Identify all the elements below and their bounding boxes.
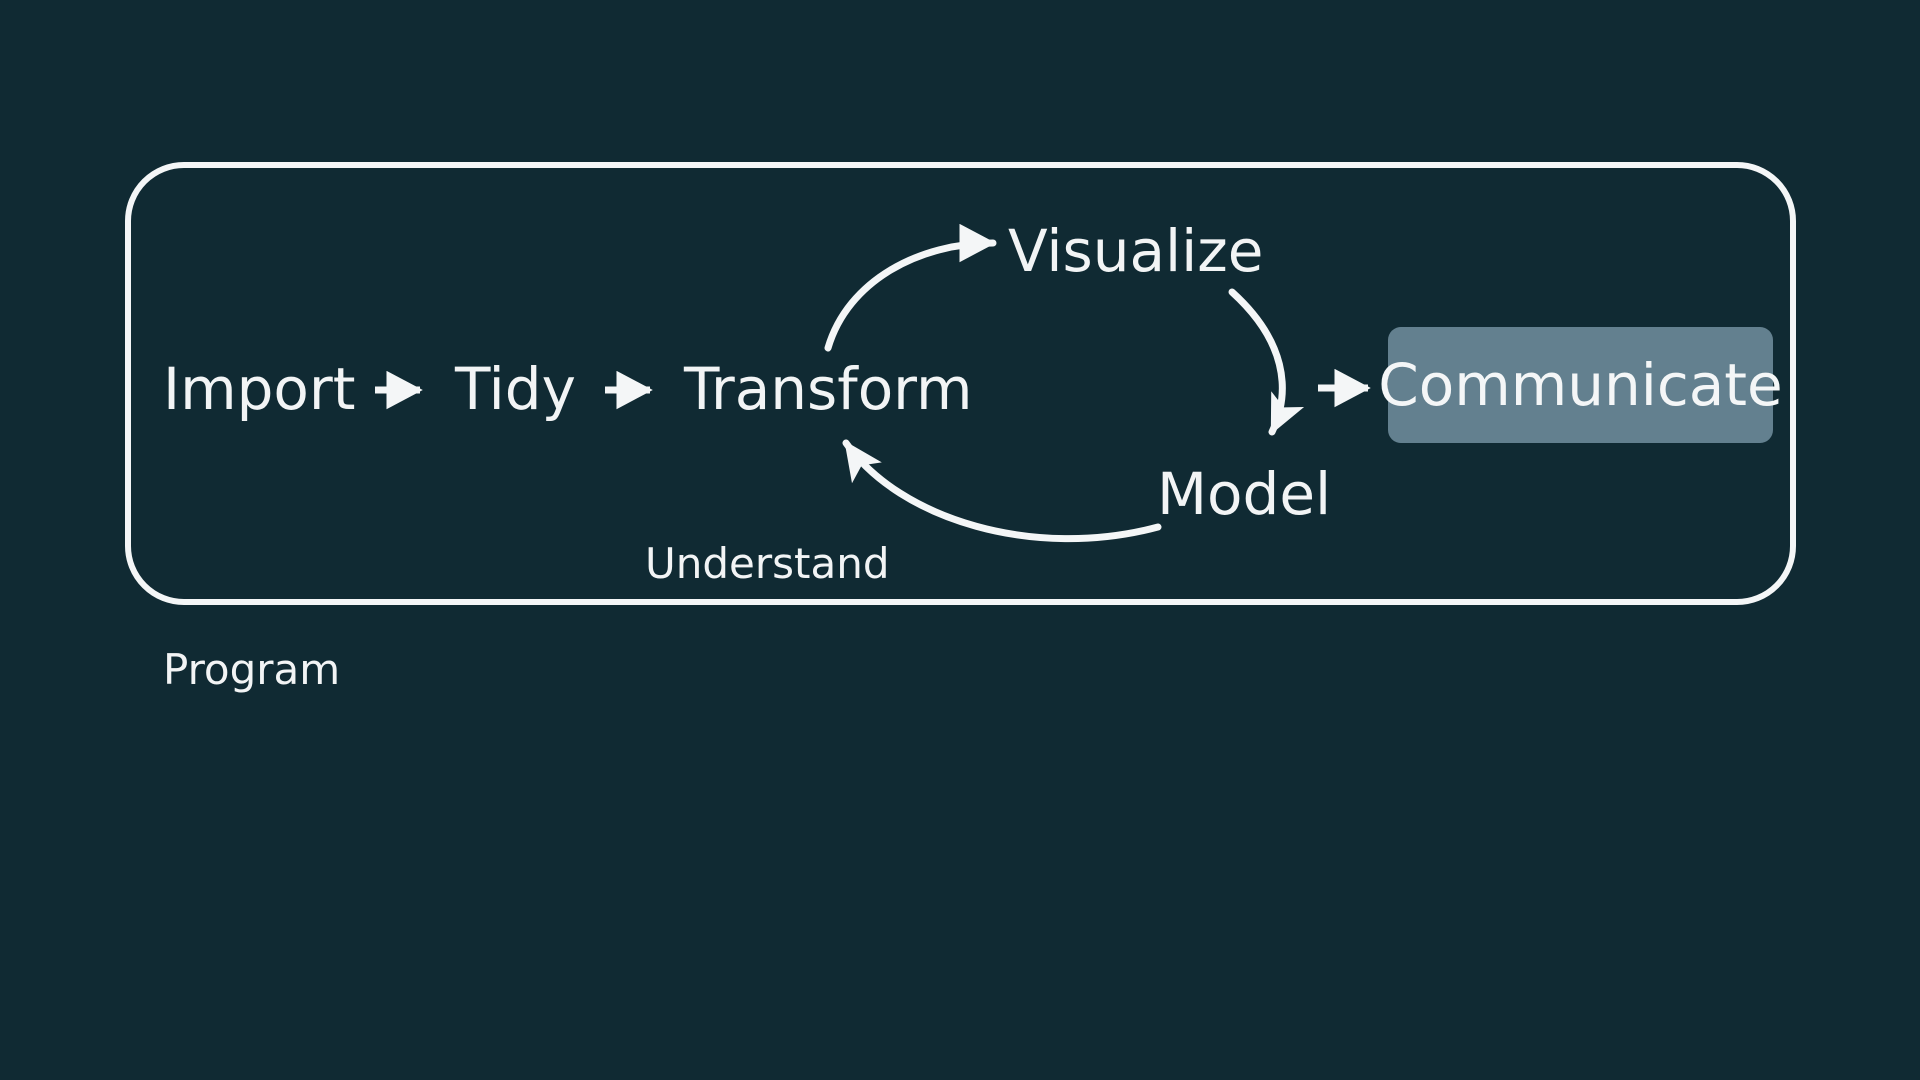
cycle-label-understand: Understand [645, 539, 890, 588]
edge-visualize-to-model [1228, 288, 1305, 436]
node-model[interactable]: Model [1157, 460, 1332, 528]
program-container-label: Program [163, 645, 341, 694]
node-communicate-label: Communicate [1378, 351, 1783, 419]
edge-transform-to-visualize [824, 223, 997, 352]
node-transform[interactable]: Transform [684, 355, 973, 423]
node-visualize[interactable]: Visualize [1008, 217, 1264, 285]
node-tidy[interactable]: Tidy [455, 355, 576, 423]
node-import[interactable]: Import [163, 355, 356, 423]
node-communicate[interactable]: Communicate [1378, 327, 1783, 443]
edge-model-to-transform [842, 439, 1162, 543]
